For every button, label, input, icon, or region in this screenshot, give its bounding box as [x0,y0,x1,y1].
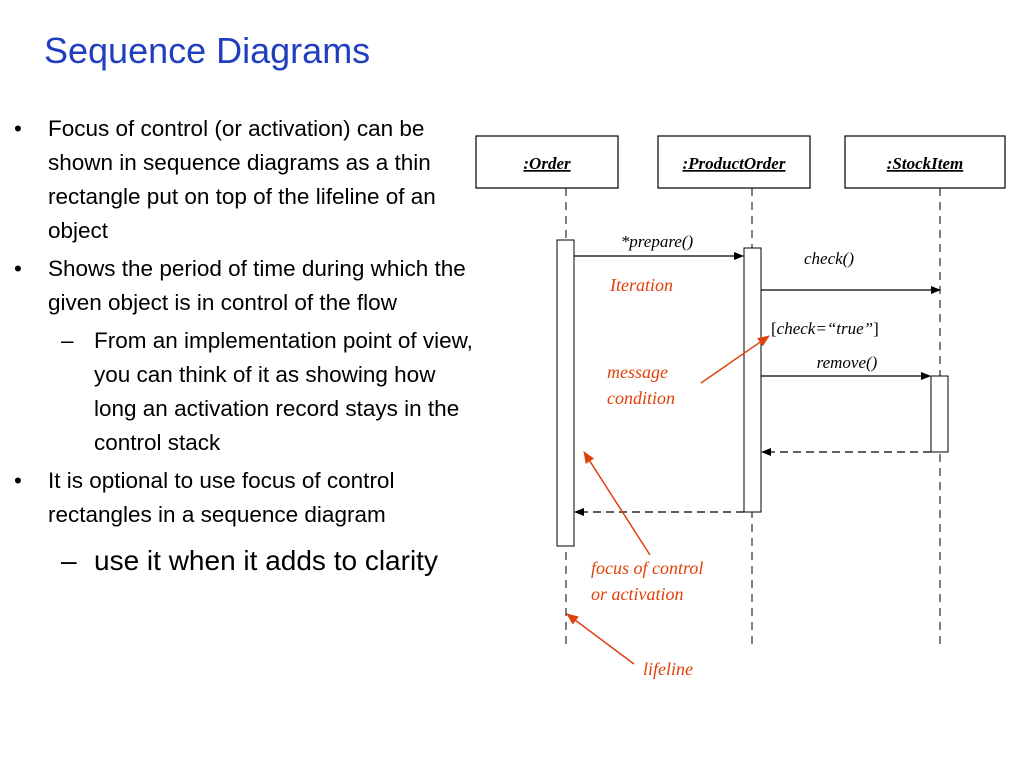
sub-bullet-item: – From an implementation point of view, … [14,324,484,460]
bullet-text: Shows the period of time during which th… [48,256,466,315]
message-label-prepare: *prepare() [621,232,694,251]
annotation-arrow-message-condition [700,335,770,384]
bullet-text: It is optional to use focus of control r… [48,468,395,527]
guard-condition: [check=“true”] [771,319,879,338]
guard-close-bracket: ] [873,319,879,338]
activation-bar-order [556,239,575,547]
dash-marker: – [61,328,74,353]
object-label-product-order: :ProductOrder [683,154,786,173]
message-label-remove: remove() [817,353,878,372]
object-box-stock-item: :StockItem [844,135,1006,189]
annotation-focus-line1: focus of control [591,558,703,578]
sub-bullet-text: use it when it adds to clarity [94,545,438,576]
annotation-lifeline: lifeline [643,659,693,679]
annotation-arrow-focus [583,451,651,556]
object-box-order: :Order [475,135,619,189]
bullet-list: • Focus of control (or activation) can b… [14,112,484,586]
sub-bullet-item: – use it when it adds to clarity [14,540,484,582]
object-label-stock-item: :StockItem [887,154,964,173]
object-label-order: :Order [523,154,571,173]
annotation-arrow-lifeline [566,613,635,665]
sub-bullet-text: From an implementation point of view, yo… [94,328,473,455]
guard-text: check= [777,319,827,338]
bullet-item: • It is optional to use focus of control… [14,464,484,532]
guard-value: “true” [827,319,873,338]
bullet-marker: • [14,256,22,281]
annotation-message-condition-line1: message [607,362,668,382]
annotation-iteration: Iteration [609,275,673,295]
bullet-marker: • [14,468,22,493]
annotation-focus-line2: or activation [591,584,684,604]
message-label-check: check() [804,249,854,268]
dash-marker: – [61,545,77,576]
bullet-text: Focus of control (or activation) can be … [48,116,436,243]
bullet-item: • Shows the period of time during which … [14,252,484,320]
activation-bar-product-order [743,247,762,513]
guard-open-bracket: [ [771,319,777,338]
activation-bar-stock-item [930,375,949,453]
bullet-marker: • [14,116,22,141]
annotation-message-condition-line2: condition [607,388,675,408]
slide-title: Sequence Diagrams [44,30,371,71]
object-box-product-order: :ProductOrder [657,135,811,189]
bullet-item: • Focus of control (or activation) can b… [14,112,484,248]
